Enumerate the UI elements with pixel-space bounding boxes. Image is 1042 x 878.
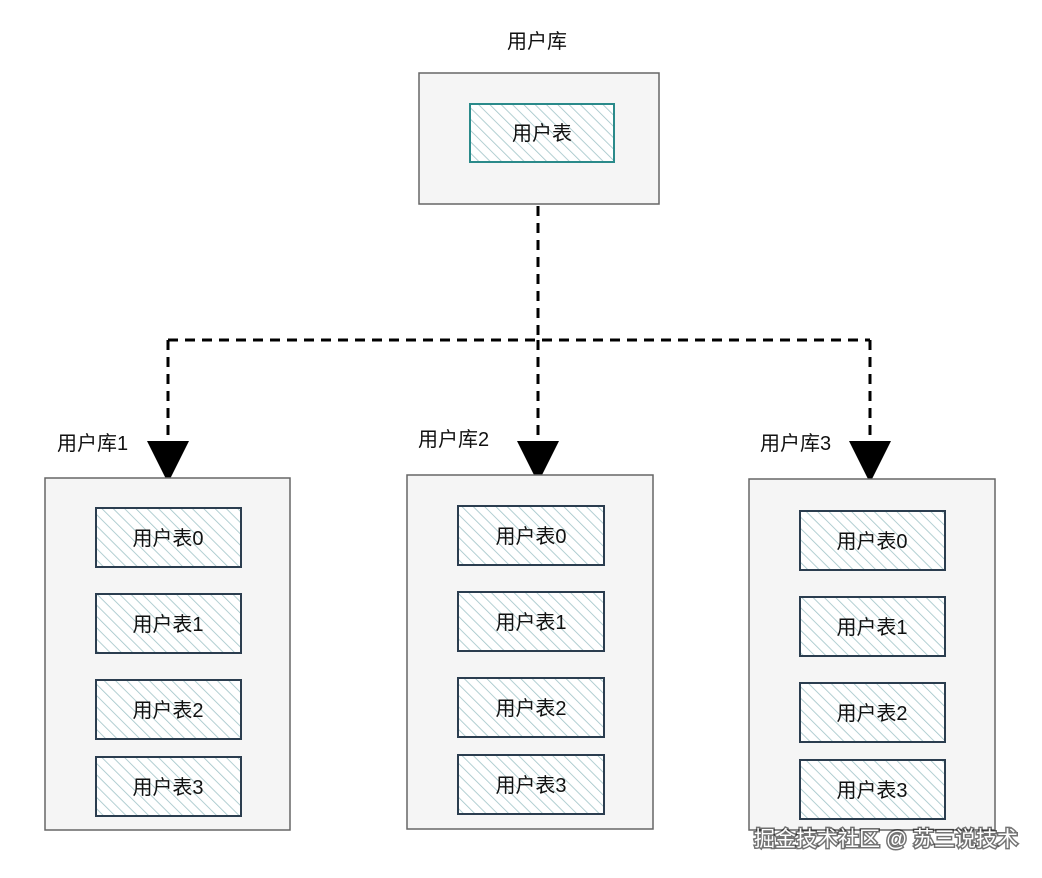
target-db-label: 用户库3 — [760, 432, 831, 455]
shard-table-box — [95, 679, 242, 740]
shard-table-label: 用户表0 — [132, 527, 203, 550]
shard-table: 用户表1 — [799, 596, 946, 657]
source-table: 用户表 — [469, 103, 615, 163]
shard-table-label: 用户表2 — [495, 697, 566, 720]
shard-table-box — [799, 596, 946, 657]
shard-table-box — [799, 759, 946, 820]
shard-table: 用户表2 — [457, 677, 605, 738]
shard-table: 用户表0 — [95, 507, 242, 568]
source-database: 用户库 用户表 — [418, 30, 660, 205]
shard-table-box — [799, 682, 946, 743]
source-table-box — [469, 103, 615, 163]
target-db-label: 用户库2 — [418, 428, 489, 451]
shard-table-label: 用户表3 — [132, 776, 203, 799]
watermark: 掘金技术社区 @ 苏三说技术 — [754, 828, 1018, 851]
shard-table-label: 用户表2 — [836, 702, 907, 725]
shard-table: 用户表0 — [799, 510, 946, 571]
shard-table-label: 用户表1 — [836, 616, 907, 639]
shard-table: 用户表2 — [95, 679, 242, 740]
target-database-2: 用户库2 用户表0 用户表1 用户表2 用户表3 — [406, 428, 654, 830]
shard-table: 用户表1 — [457, 591, 605, 652]
target-database-1: 用户库1 用户表0 用户表1 用户表2 用户表3 — [44, 432, 291, 831]
shard-table-box — [95, 507, 242, 568]
connectors — [147, 206, 891, 483]
shard-table-box — [457, 505, 605, 566]
source-db-label: 用户库 — [507, 30, 567, 53]
shard-table-label: 用户表0 — [836, 530, 907, 553]
shard-table-box — [457, 754, 605, 815]
target-database-3: 用户库3 用户表0 用户表1 用户表2 用户表3 — [748, 432, 996, 831]
shard-table: 用户表2 — [799, 682, 946, 743]
source-table-label: 用户表 — [512, 122, 572, 145]
shard-table-box — [457, 677, 605, 738]
shard-table-label: 用户表2 — [132, 699, 203, 722]
shard-table-label: 用户表1 — [495, 611, 566, 634]
target-db-label: 用户库1 — [57, 432, 128, 455]
shard-table: 用户表3 — [95, 756, 242, 817]
shard-table-box — [95, 756, 242, 817]
shard-table: 用户表0 — [457, 505, 605, 566]
shard-table-label: 用户表0 — [495, 525, 566, 548]
shard-table: 用户表3 — [799, 759, 946, 820]
shard-table-label: 用户表3 — [495, 774, 566, 797]
shard-table-label: 用户表1 — [132, 613, 203, 636]
shard-table-box — [95, 593, 242, 654]
shard-table: 用户表3 — [457, 754, 605, 815]
shard-table-box — [457, 591, 605, 652]
shard-table-label: 用户表3 — [836, 779, 907, 802]
shard-table: 用户表1 — [95, 593, 242, 654]
shard-table-box — [799, 510, 946, 571]
